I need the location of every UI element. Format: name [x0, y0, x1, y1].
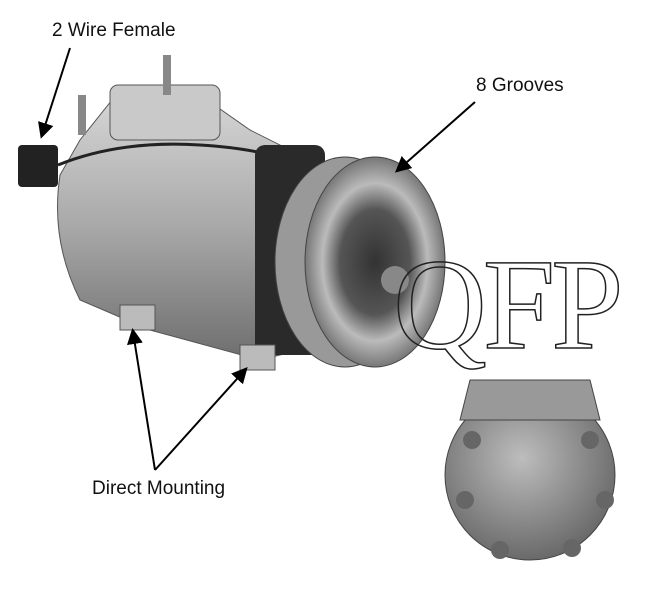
compressor-body	[18, 55, 325, 371]
arrow-wire	[38, 47, 71, 139]
compressor-back-view	[444, 379, 616, 561]
connector	[18, 145, 58, 187]
arrow-mount-right	[154, 367, 248, 471]
watermark-logo: QFP	[392, 233, 624, 377]
label-wire: 2 Wire Female	[52, 20, 176, 41]
arrow-grooves	[395, 101, 476, 173]
label-mounting: Direct Mounting	[92, 478, 226, 499]
label-grooves: 8 Grooves	[476, 75, 564, 96]
arrow-mount-left	[126, 328, 156, 471]
pulley	[274, 156, 446, 368]
